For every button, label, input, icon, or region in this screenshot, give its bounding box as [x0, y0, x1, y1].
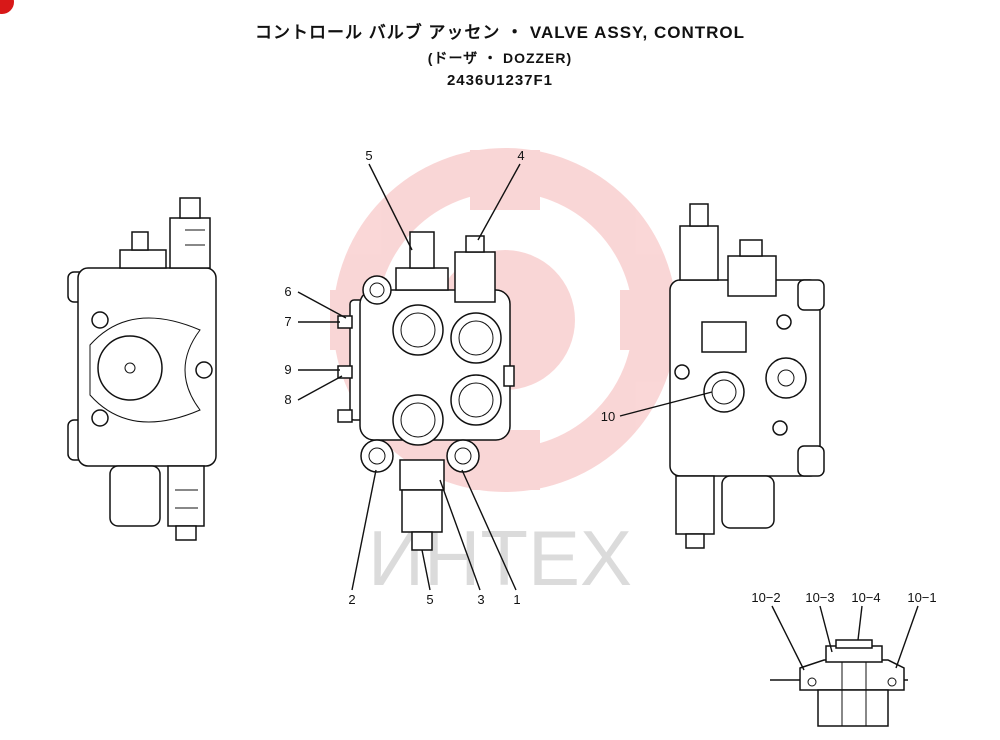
callout-7: 7 — [284, 314, 291, 329]
callout-10-3: 10−3 — [805, 590, 834, 605]
callout-5-bottom: 5 — [426, 592, 433, 607]
callout-6: 6 — [284, 284, 291, 299]
drawing-subtitle: (ドーザ ・ DOZZER) — [427, 50, 573, 66]
callout-10-1: 10−1 — [907, 590, 936, 605]
callout-5-top: 5 — [365, 148, 372, 163]
detail-view-10 — [770, 639, 908, 727]
drawing-title: コントロール バルブ アッセン ・ VALVE ASSY, CONTROL — [254, 23, 746, 42]
center-view — [337, 231, 515, 551]
callout-10: 10 — [601, 409, 615, 424]
callout-8: 8 — [284, 392, 291, 407]
callout-10-4: 10−4 — [851, 590, 880, 605]
callout-3: 3 — [477, 592, 484, 607]
right-view — [669, 203, 825, 549]
callout-10-2: 10−2 — [751, 590, 780, 605]
callout-2: 2 — [348, 592, 355, 607]
left-view — [67, 197, 217, 541]
callout-4: 4 — [517, 148, 524, 163]
callout-1: 1 — [513, 592, 520, 607]
callout-9: 9 — [284, 362, 291, 377]
part-number: 2436U1237F1 — [446, 72, 554, 89]
leader-lines — [297, 163, 919, 671]
